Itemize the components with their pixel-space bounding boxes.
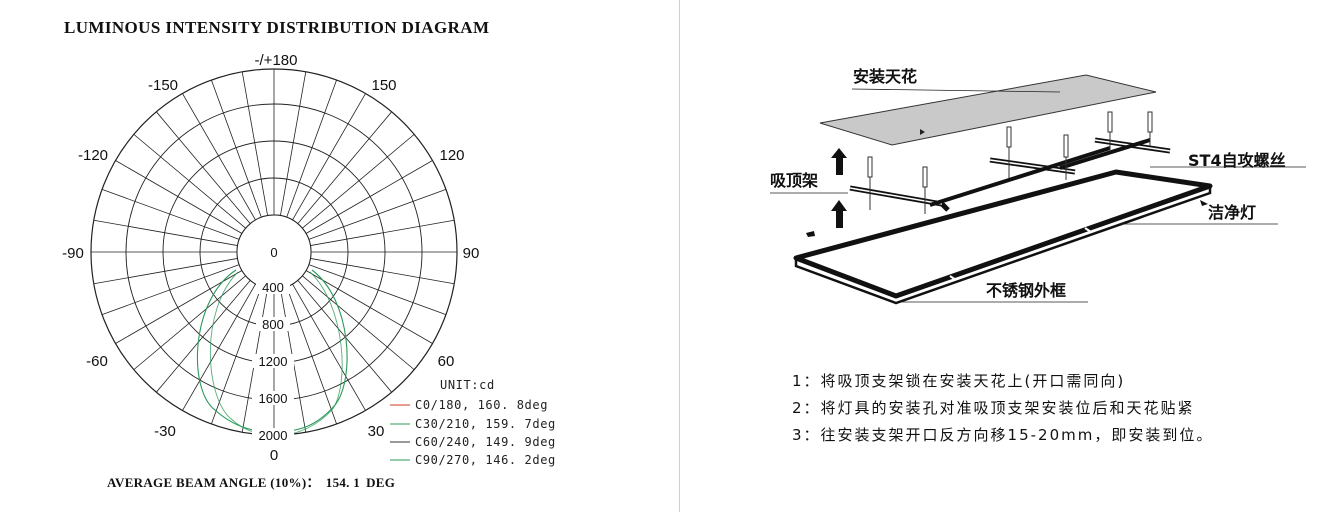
ring-labels: 0 400 800 1200 1600 2000 — [252, 245, 294, 443]
polar-spoke — [286, 286, 337, 425]
polar-spoke — [297, 111, 392, 224]
ring-label-1600: 1600 — [259, 391, 288, 406]
unit-label: UNIT:cd — [440, 378, 495, 392]
polar-spoke — [297, 280, 392, 393]
polar-spoke — [133, 134, 246, 229]
beam-angle-label: AVERAGE BEAM ANGLE (10%)： — [107, 475, 320, 490]
angle-label-n30: -30 — [154, 423, 176, 440]
angle-label-p30: 30 — [368, 423, 385, 440]
polar-spoke — [310, 258, 455, 285]
label-screw: ST4自攻螺丝 — [1188, 151, 1286, 170]
polar-spoke — [101, 189, 240, 240]
label-bracket: 吸顶架 — [770, 171, 818, 190]
angle-label-n150: -150 — [148, 77, 178, 94]
legend-label-c30: C30/210, 159. 7deg — [415, 417, 556, 431]
polar-spoke — [302, 275, 415, 370]
beam-angle-value: 154. 1 — [325, 475, 361, 490]
legend: C0/180, 160. 8deg C30/210, 159. 7deg C60… — [390, 398, 556, 467]
polar-spoke — [280, 71, 307, 216]
angle-label-n120: -120 — [78, 147, 108, 164]
polar-spoke — [292, 93, 366, 221]
angle-label-bottom: 0 — [270, 447, 278, 464]
polar-spoke — [101, 264, 240, 315]
ring-label-400: 400 — [262, 280, 284, 295]
angle-label-p150: 150 — [371, 77, 396, 94]
angle-label-p120: 120 — [439, 147, 464, 164]
lamp-frame-edge — [794, 186, 1212, 305]
polar-spoke — [182, 93, 256, 221]
angle-label-n60: -60 — [86, 353, 108, 370]
angle-label-p90: 90 — [463, 245, 480, 262]
panel-divider — [679, 0, 680, 512]
polar-spoke — [211, 79, 262, 218]
polar-spoke — [156, 111, 251, 224]
installation-diagram: 安装天花 吸顶架 ST4自攻螺丝 洁净灯 不锈钢外框 — [770, 67, 1306, 305]
instruction-step-3: 3：往安装支架开口反方向移15-20mm，即安装到位。 — [792, 426, 1214, 444]
legend-label-c90: C90/270, 146. 2deg — [415, 453, 556, 467]
ring-label-1200: 1200 — [259, 354, 288, 369]
polar-spoke — [305, 160, 433, 234]
diagram-title: LUMINOUS INTENSITY DISTRIBUTION DIAGRAM — [64, 18, 490, 37]
lamp-arrow-icon — [1200, 200, 1208, 206]
arrow-up-icon — [831, 200, 847, 228]
polar-spoke — [241, 71, 268, 216]
instruction-step-2: 2：将灯具的安装孔对准吸顶支架安装位后和天花贴紧 — [792, 399, 1195, 417]
ring-label-800: 800 — [262, 317, 284, 332]
polar-spoke — [156, 280, 251, 393]
polar-spoke — [292, 283, 366, 411]
brackets — [849, 137, 1171, 212]
polar-spoke — [93, 258, 238, 285]
polar-spoke — [211, 286, 262, 425]
beam-angle-unit: DEG — [366, 475, 396, 490]
polar-diagram: -/+180 -150 150 -120 120 -90 90 -60 60 -… — [62, 52, 556, 467]
label-frame: 不锈钢外框 — [986, 281, 1066, 300]
polar-spoke — [133, 275, 246, 370]
ring-label-2000: 2000 — [259, 428, 288, 443]
legend-label-c60: C60/240, 149. 9deg — [415, 435, 556, 449]
polar-spoke — [310, 219, 455, 246]
polar-spoke — [93, 219, 238, 246]
label-ceiling: 安装天花 — [853, 67, 917, 86]
polar-spoke — [115, 160, 243, 234]
legend-label-c0: C0/180, 160. 8deg — [415, 398, 548, 412]
label-lamp: 洁净灯 — [1208, 203, 1256, 222]
angle-label-p60: 60 — [438, 353, 455, 370]
polar-spoke — [286, 79, 337, 218]
arrow-up-icon — [831, 148, 847, 175]
ceiling-marker — [920, 129, 925, 135]
small-bracket-piece — [806, 231, 815, 237]
angle-label-n90: -90 — [62, 245, 84, 262]
screws — [867, 111, 1153, 214]
polar-spoke — [305, 270, 433, 344]
angle-label-top: -/+180 — [255, 52, 298, 69]
ring-label-0: 0 — [270, 245, 277, 260]
polar-spoke — [308, 264, 447, 315]
instruction-step-1: 1：将吸顶支架锁在安装天花上(开口需同向) — [792, 372, 1126, 390]
polar-spoke — [308, 189, 447, 240]
polar-spoke — [182, 283, 256, 411]
polar-spoke — [115, 270, 243, 344]
polar-spoke — [302, 134, 415, 229]
leader-ceiling — [851, 88, 1061, 93]
up-arrows — [831, 148, 847, 228]
average-beam-angle: AVERAGE BEAM ANGLE (10%)： 154. 1 DEG — [107, 472, 401, 491]
polar-spokes — [91, 69, 457, 435]
